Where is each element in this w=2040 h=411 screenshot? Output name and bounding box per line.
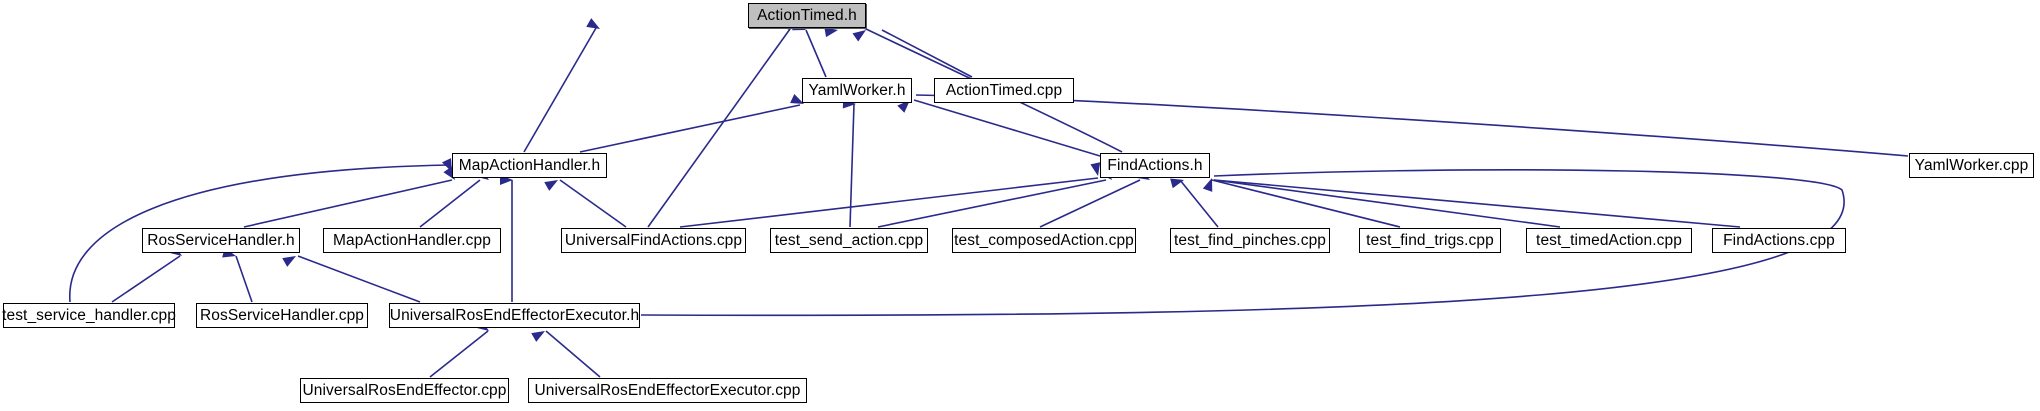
edge-test-send-action-cpp-to-yamlworker-h	[849, 103, 855, 228]
arrow-into-findactions-h-5	[1202, 178, 1213, 192]
graph-node-UniversalFindActions_cpp[interactable]: UniversalFindActions.cpp	[561, 228, 746, 253]
edge-universalroseffector-cpp-to-universalroseeexec-h	[429, 330, 489, 378]
edge-yamlworker-cpp-to-yamlworker-h	[915, 94, 1909, 157]
arrow-into-actiontimed-h-1	[586, 18, 600, 29]
edge-universalroseeexec-h-to-findactions-h	[640, 169, 1845, 317]
graph-node-UniversalRosEndEffector_cpp[interactable]: UniversalRosEndEffector.cpp	[300, 378, 509, 403]
arrow-into-universalroseeexec-h-2	[531, 331, 545, 342]
graph-node-label: UniversalFindActions.cpp	[564, 231, 743, 249]
graph-node-label: ActionTimed.h	[757, 6, 857, 24]
arrow-into-yamlworker-h-3	[897, 100, 910, 113]
graph-node-test_service_handler_cpp[interactable]: test_service_handler.cpp	[2, 303, 176, 328]
graph-node-label: FindActions.h	[1107, 156, 1203, 174]
arrow-into-mapactionhandler-h-5	[544, 180, 558, 191]
graph-node-MapActionHandler_cpp[interactable]: MapActionHandler.cpp	[323, 228, 501, 253]
graph-node-UniversalRosEndEffectorExecutor_cpp[interactable]: UniversalRosEndEffectorExecutor.cpp	[528, 378, 807, 403]
graph-node-RosServiceHandler_h[interactable]: RosServiceHandler.h	[142, 228, 300, 253]
arrow-into-yamlworker-h-1	[790, 93, 804, 104]
graph-node-UniversalRosEndEffectorExecutor_h[interactable]: UniversalRosEndEffectorExecutor.h	[389, 303, 640, 328]
edge-mapactionhandler-h-to-actiontimed-h	[523, 27, 597, 153]
graph-node-label: UniversalRosEndEffectorExecutor.cpp	[534, 381, 801, 399]
graph-node-YamlWorker_h[interactable]: YamlWorker.h	[802, 78, 912, 103]
edge-test-service-handler-cpp-to-rosservicehandler-h	[111, 255, 181, 303]
edge-yamlworker-h-to-actiontimed-h	[805, 29, 827, 78]
graph-node-MapActionHandler_h[interactable]: MapActionHandler.h	[452, 153, 607, 178]
edge-universalfindactions-cpp-to-mapactionhandler-h	[559, 179, 627, 228]
arrow-into-actiontimed-h-4	[824, 27, 838, 38]
graph-node-label: UniversalRosEndEffectorExecutor.h	[389, 306, 640, 324]
graph-node-label: YamlWorker.h	[808, 81, 906, 99]
edge-test-find-trigs-cpp-to-findactions-h	[1211, 179, 1401, 228]
edge-findactions-h-to-yamlworker-h	[913, 99, 1101, 157]
graph-node-label: test_send_action.cpp	[774, 231, 924, 249]
edge-rosservicehandler-cpp-to-rosservicehandler-h	[235, 255, 253, 303]
edge-test-service-handler-cpp-to-mapactionhandler-h	[69, 164, 451, 303]
arrowheads-group	[168, 18, 1213, 342]
graph-node-label: test_timedAction.cpp	[1536, 231, 1682, 249]
edge-test-send-action-cpp-to-findactions-h	[877, 179, 1107, 228]
edge-universalroseeexeccpp-to-universalroseeexec-h	[545, 330, 601, 378]
edge-actiontimed-cpp-to-actiontimed-h	[881, 29, 973, 78]
graph-node-FindActions_cpp[interactable]: FindActions.cpp	[1712, 228, 1846, 253]
graph-node-test_timedAction_cpp[interactable]: test_timedAction.cpp	[1526, 228, 1692, 253]
arrow-into-actiontimed-h-5	[852, 30, 866, 42]
graph-node-label: FindActions.cpp	[1723, 231, 1835, 249]
edge-test-composedaction-cpp-to-findactions-h	[1039, 179, 1141, 228]
edge-universalfindactions-cpp-to-findactions-h	[679, 177, 1099, 228]
graph-node-RosServiceHandler_cpp[interactable]: RosServiceHandler.cpp	[196, 303, 368, 328]
edge-universalfindactions-cpp-to-actiontimed-h	[647, 28, 791, 228]
graph-node-YamlWorker_cpp[interactable]: YamlWorker.cpp	[1909, 153, 2034, 178]
graph-node-ActionTimed_h[interactable]: ActionTimed.h	[748, 3, 866, 28]
graph-node-test_find_pinches_cpp[interactable]: test_find_pinches.cpp	[1170, 228, 1330, 253]
graph-node-label: test_find_trigs.cpp	[1366, 231, 1494, 249]
graph-node-label: UniversalRosEndEffector.cpp	[302, 381, 507, 399]
graph-node-test_send_action_cpp[interactable]: test_send_action.cpp	[770, 228, 928, 253]
graph-node-label: RosServiceHandler.h	[147, 231, 295, 249]
graph-node-label: test_find_pinches.cpp	[1173, 231, 1327, 249]
graph-node-label: MapActionHandler.h	[458, 156, 601, 174]
edge-rosservicehandler-h-to-mapactionhandler-h	[243, 179, 453, 228]
edge-test-timedaction-cpp-to-findactions-h	[1213, 179, 1561, 228]
graph-node-label: RosServiceHandler.cpp	[199, 306, 365, 324]
graph-node-label: test_composedAction.cpp	[954, 231, 1134, 249]
arrow-into-rosservicehandler-h-3	[282, 256, 296, 267]
graph-node-ActionTimed_cpp[interactable]: ActionTimed.cpp	[934, 78, 1074, 103]
edges-group	[69, 27, 1909, 378]
edge-mapactionhandler-cpp-to-mapactionhandler-h	[419, 179, 481, 228]
graph-node-label: ActionTimed.cpp	[945, 81, 1063, 99]
arrow-into-findactions-h-4	[1170, 178, 1184, 189]
arrow-into-findactions-h-1	[1090, 162, 1101, 176]
graph-node-label: test_service_handler.cpp	[2, 306, 176, 324]
edge-findactions-cpp-to-findactions-h	[1213, 179, 1741, 228]
graph-node-label: MapActionHandler.cpp	[333, 231, 491, 249]
edge-test-find-pinches-cpp-to-findactions-h	[1179, 179, 1219, 228]
graph-node-FindActions_h[interactable]: FindActions.h	[1100, 153, 1210, 178]
edge-universalroseeexec-h-to-rosservicehandler-h	[297, 255, 421, 303]
edge-mapactionhandler-h-to-yamlworker-h	[579, 104, 801, 153]
graph-node-label: YamlWorker.cpp	[1914, 156, 2029, 174]
graph-node-test_composedAction_cpp[interactable]: test_composedAction.cpp	[952, 228, 1136, 253]
graph-node-test_find_trigs_cpp[interactable]: test_find_trigs.cpp	[1359, 228, 1501, 253]
